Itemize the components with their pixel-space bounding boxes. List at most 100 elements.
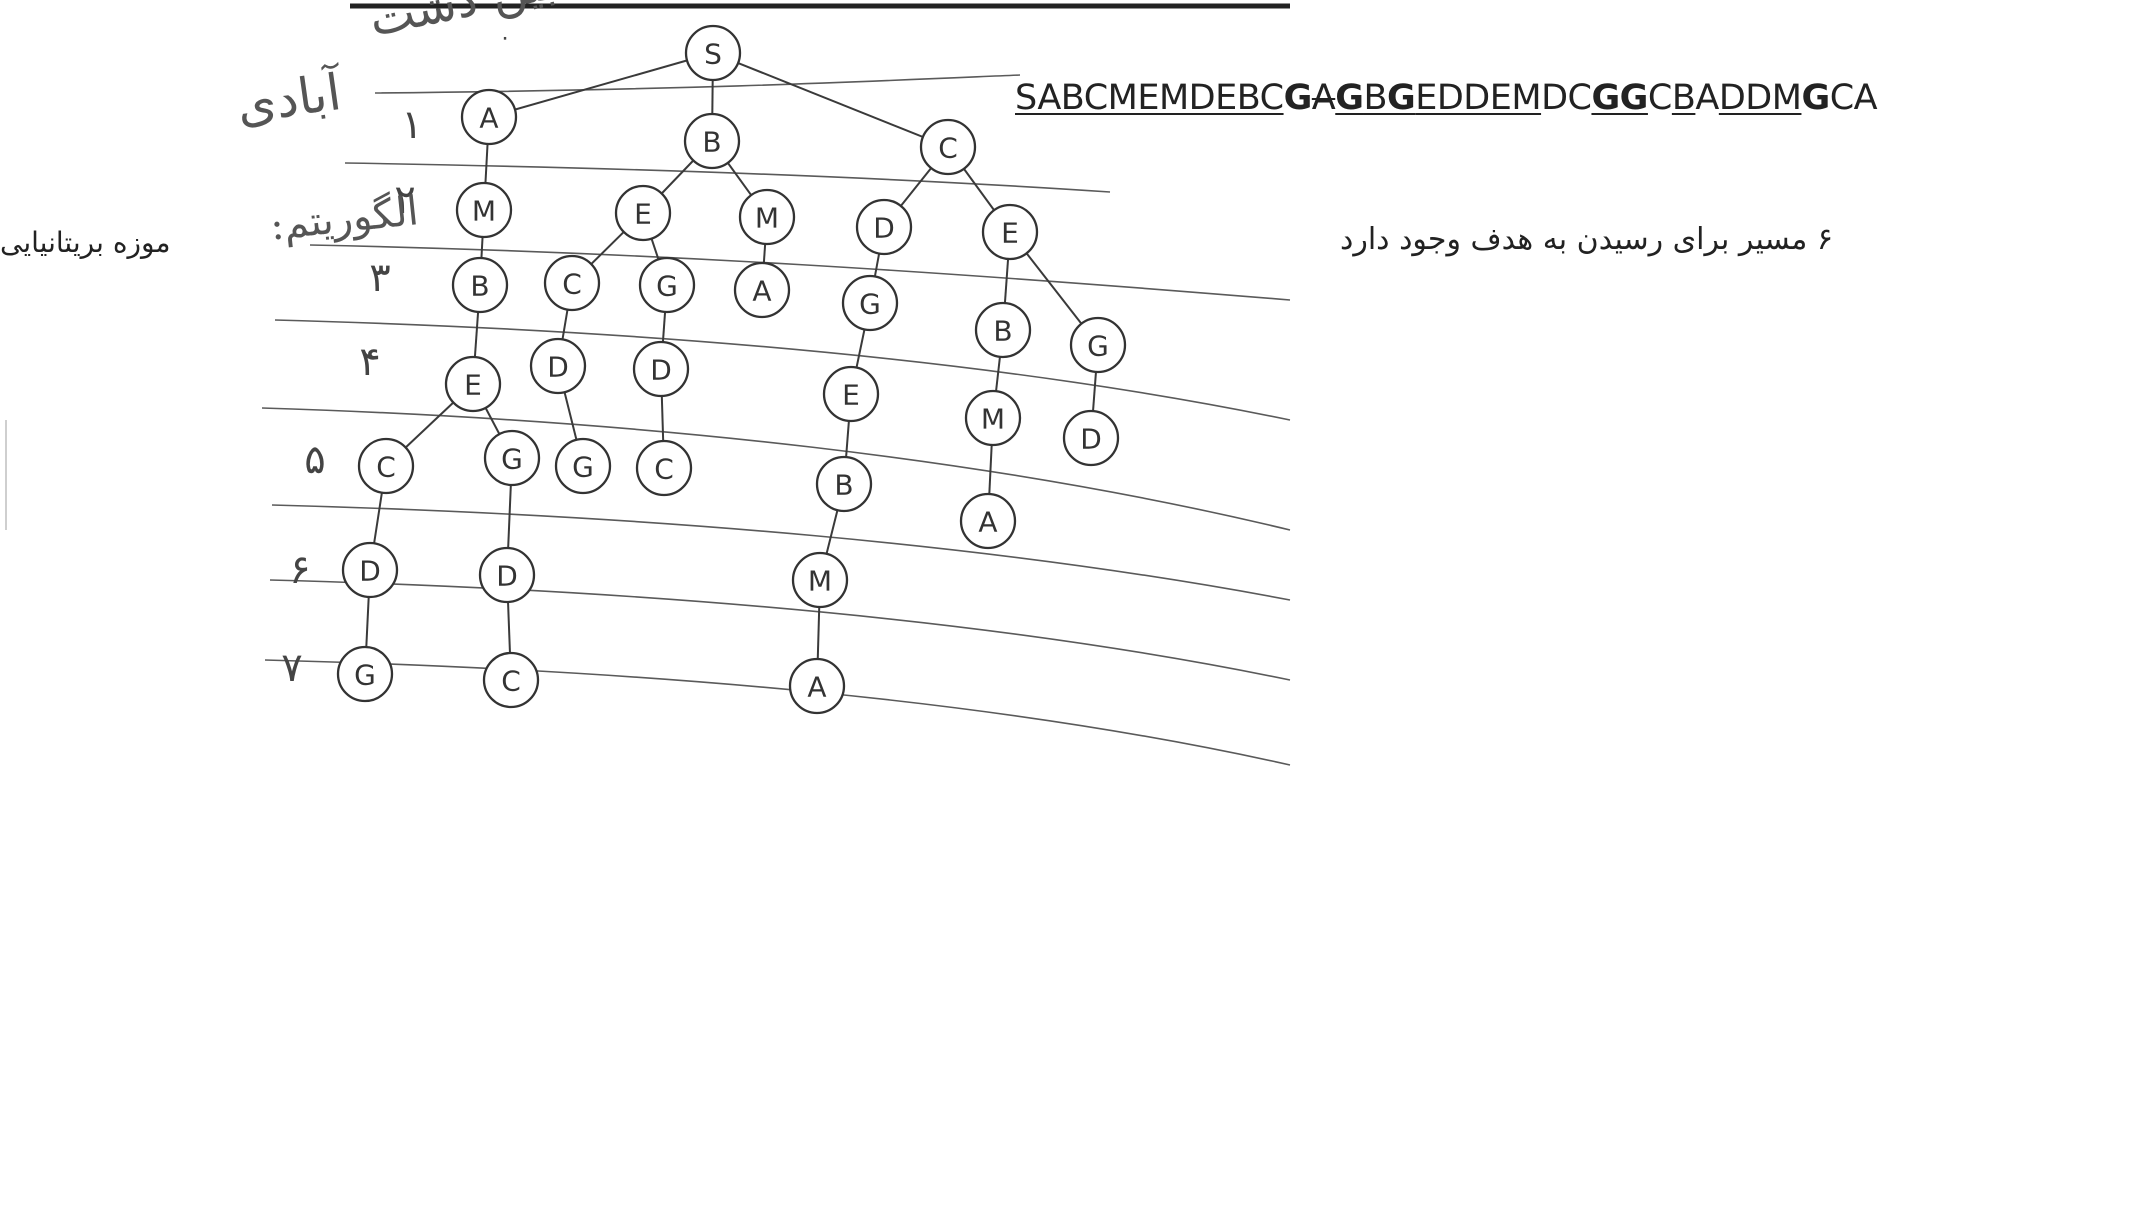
tree-node-D2c: D: [855, 198, 913, 256]
tree-node-label: A: [978, 506, 997, 539]
tree-node-circle: [791, 551, 849, 609]
tree-node-G5b: G: [554, 437, 612, 495]
tree-node-circle: [460, 88, 518, 146]
level-label-7: ۷: [281, 645, 302, 691]
tree-node-circle: [738, 188, 796, 246]
tree-node-label: A: [752, 275, 771, 308]
tree-node-label: B: [834, 469, 853, 502]
tree-node-circle: [632, 340, 690, 398]
tree-node-label: A: [807, 671, 826, 704]
tree-node-circle: [981, 203, 1039, 261]
tree-node-label: M: [808, 565, 832, 598]
tree-node-label: C: [654, 453, 674, 486]
paths-note: ۶ مسیر برای رسیدن به هدف وجود دارد: [1340, 222, 1840, 257]
tree-node-circle: [964, 389, 1022, 447]
tree-node-M2a: M: [455, 181, 513, 239]
tree-node-label: G: [501, 443, 523, 476]
tree-node-S: S: [684, 24, 742, 82]
tree-node-A7c: A: [788, 657, 846, 715]
tree-node-label: D: [359, 555, 381, 588]
tree-node-label: D: [547, 351, 569, 384]
tree-node-circle: [451, 256, 509, 314]
tree-node-circle: [444, 355, 502, 413]
sequence-segment: B: [1363, 78, 1387, 118]
tree-node-label: M: [755, 202, 779, 235]
level-label-1: ۱: [401, 102, 422, 148]
tree-node-circle: [483, 429, 541, 487]
tree-node-C5c: C: [635, 439, 693, 497]
tree-node-label: D: [1080, 423, 1102, 456]
level-label-5: ۵: [304, 437, 325, 483]
tree-node-A1: A: [460, 88, 518, 146]
tree-edge-S-C1: [712, 52, 949, 148]
sequence-segment: GG: [1591, 78, 1648, 118]
level-label-3: ۳: [369, 255, 390, 301]
tree-node-label: E: [634, 198, 652, 231]
sequence-segment: G: [1335, 78, 1364, 118]
sequence-segment: SABCMEMDEBC: [1015, 78, 1284, 118]
sequence-segment: A: [1695, 78, 1719, 118]
sequence-segment: DDM: [1718, 78, 1802, 118]
tree-node-circle: [529, 337, 587, 395]
handwritten-algorithm-label: الگوریتم:: [268, 188, 421, 249]
tree-node-circle: [482, 651, 540, 709]
tree-node-label: D: [650, 354, 672, 387]
tree-node-label: E: [1001, 217, 1019, 250]
tree-node-G3b: G: [638, 256, 696, 314]
expansion-sequence: SABCMEMDEBCGAGBGEDDEMDCGGCBADDMGCA: [1015, 78, 1878, 118]
tree-node-C3b: C: [543, 254, 601, 312]
svg-text:آبادی: آبادی: [233, 62, 347, 135]
tree-node-label: D: [873, 212, 895, 245]
tree-node-label: C: [938, 132, 958, 165]
tree-node-label: G: [1087, 330, 1109, 363]
tree-node-B3a: B: [451, 256, 509, 314]
tree-node-circle: [357, 437, 415, 495]
tree-node-circle: [543, 254, 601, 312]
level-label-0: ۰: [499, 26, 511, 51]
level-label-6: ۶: [289, 547, 310, 593]
tree-node-circle: [855, 198, 913, 256]
tree-node-E2b: E: [614, 184, 672, 242]
tree-node-circle: [478, 546, 536, 604]
tree-node-G5a: G: [483, 429, 541, 487]
tree-node-circle: [614, 184, 672, 242]
tree-node-circle: [841, 274, 899, 332]
tree-node-circle: [919, 118, 977, 176]
tree-node-circle: [683, 112, 741, 170]
ruled-lines: [261, 74, 1291, 766]
tree-node-label: B: [702, 126, 721, 159]
tree-node-circle: [822, 365, 880, 423]
tree-node-B5d: B: [815, 455, 873, 513]
tree-node-M4e: M: [964, 389, 1022, 447]
tree-node-A3b: A: [733, 261, 791, 319]
tree-node-G3c: G: [841, 274, 899, 332]
tree-node-G3d: G: [1069, 316, 1127, 374]
tree-node-E4d: E: [822, 365, 880, 423]
sequence-segment: A: [1311, 78, 1336, 118]
tree-node-D4b: D: [529, 337, 587, 395]
tree-node-D4c: D: [632, 340, 690, 398]
tree-node-circle: [684, 24, 742, 82]
tree-node-label: G: [656, 270, 678, 303]
tree-node-circle: [336, 645, 394, 703]
tree-node-label: G: [572, 451, 594, 484]
tree-node-label: B: [470, 270, 489, 303]
tree-node-label: S: [704, 38, 722, 71]
tree-node-label: M: [981, 403, 1005, 436]
tree-node-D6a: D: [341, 541, 399, 599]
tree-node-E4a: E: [444, 355, 502, 413]
tree-node-circle: [733, 261, 791, 319]
tree-node-circle: [815, 455, 873, 513]
tree-node-M6c: M: [791, 551, 849, 609]
tree-node-circle: [638, 256, 696, 314]
tree-node-C7b: C: [482, 651, 540, 709]
tree-node-circle: [1069, 316, 1127, 374]
tree-node-label: C: [376, 451, 396, 484]
tree-node-label: E: [842, 379, 860, 412]
tree-node-circle: [1062, 409, 1120, 467]
tree-node-C5a: C: [357, 437, 415, 495]
sequence-segment: CA: [1829, 78, 1878, 118]
level-labels: ۰ ۱ ۲ ۳ ۴ ۵ ۶ ۷: [281, 26, 511, 692]
tree-node-circle: [341, 541, 399, 599]
